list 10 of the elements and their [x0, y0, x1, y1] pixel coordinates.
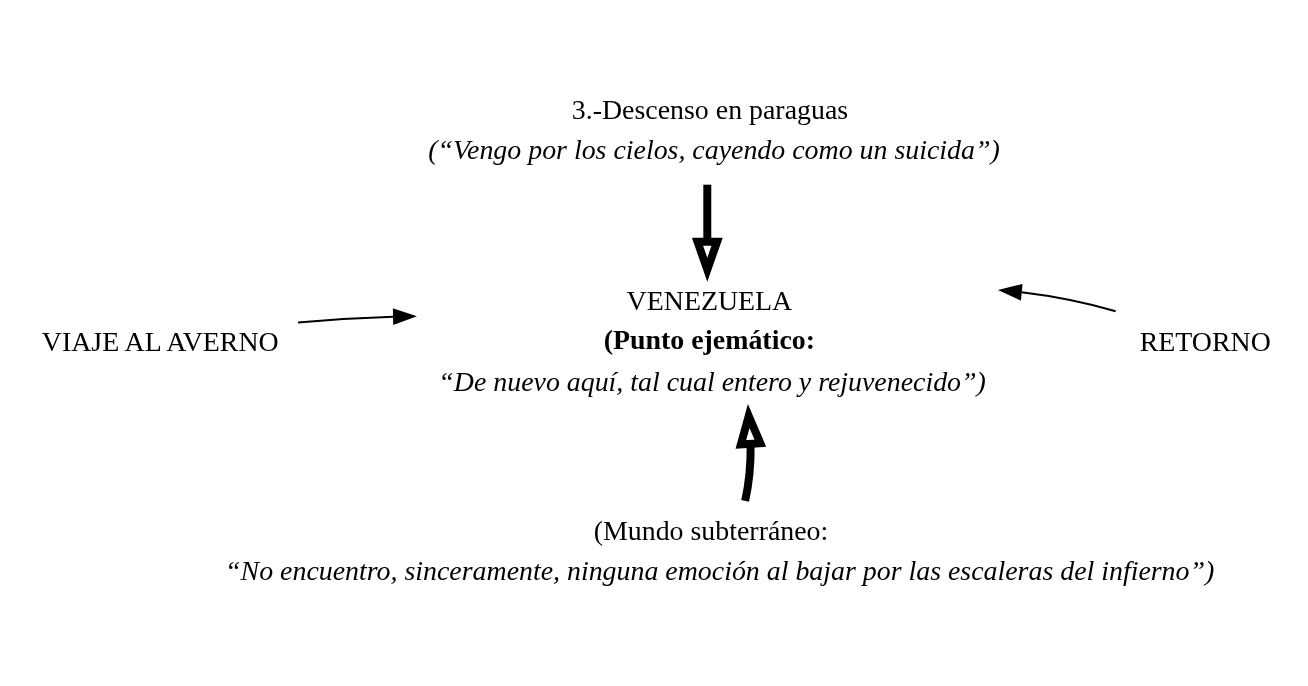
node-text: RETORNO	[1139, 326, 1271, 358]
arrow	[735, 403, 767, 502]
node-text: VIAJE AL AVERNO	[41, 326, 279, 358]
node-label: “De nuevo aquí, tal cual entero y rejuvenecido”)	[438, 366, 986, 398]
node-text: VENEZUELA	[626, 284, 793, 316]
node-text: (Mundo subterráneo: “No encuentro, sinceramente, ninguna emoción al bajar por las escaleras del infierno”)	[225, 514, 1215, 586]
node-label: (Punto ejemático:	[603, 324, 815, 356]
arrow	[297, 308, 417, 325]
node-text: 3.-Descenso en paraguas (“Vengo por los cielos, cayendo como un suicida”)	[428, 94, 1000, 166]
arrow	[997, 284, 1117, 313]
